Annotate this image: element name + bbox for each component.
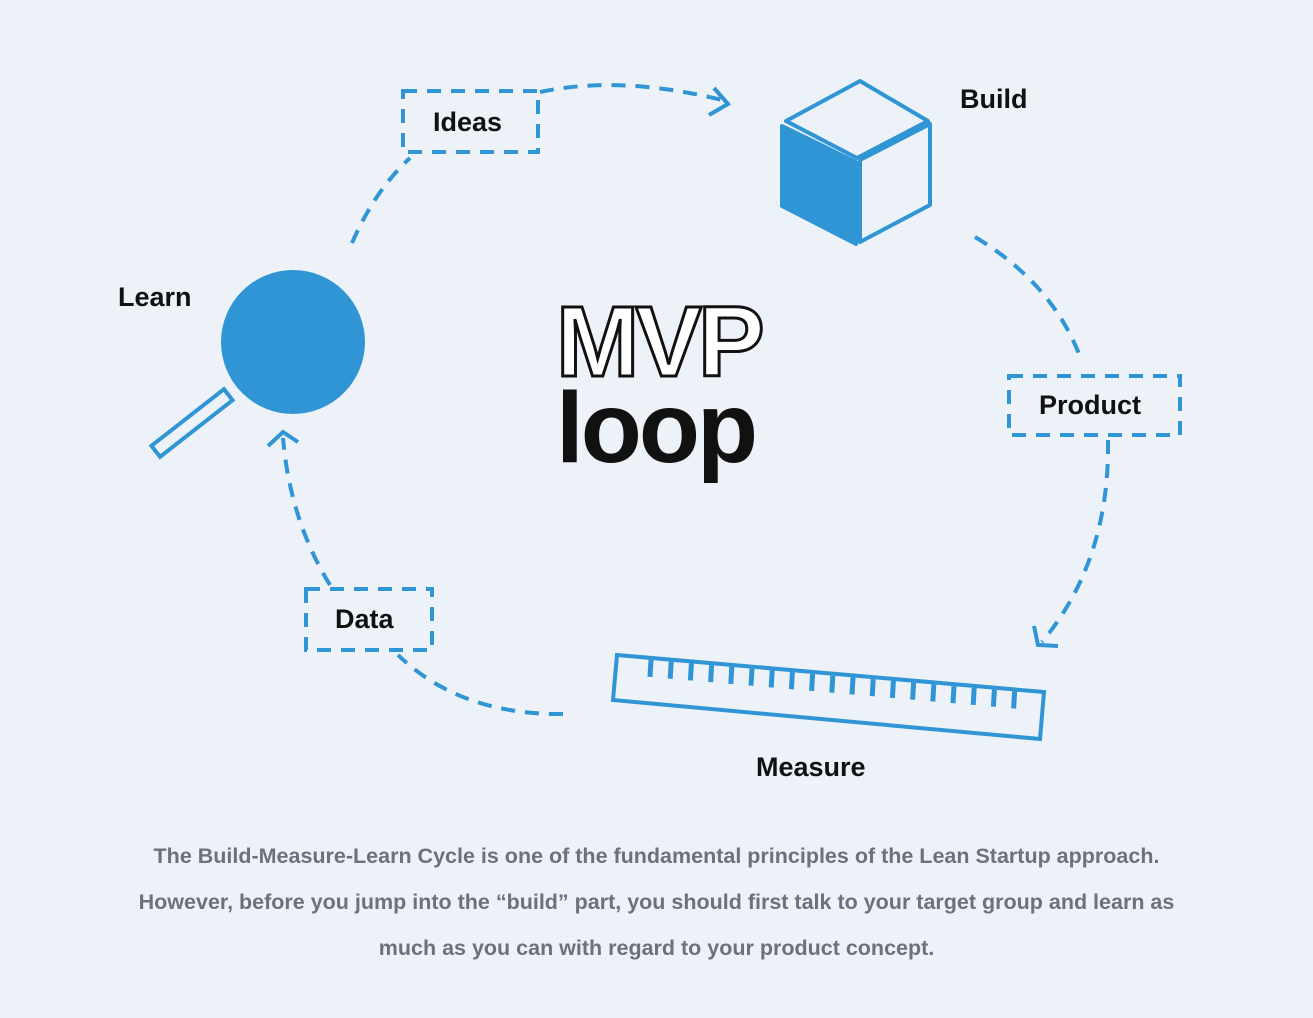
label-ideas: Ideas xyxy=(433,107,503,137)
label-product: Product xyxy=(1039,390,1142,420)
title-loop: loop xyxy=(556,372,758,484)
arrowhead-build xyxy=(707,86,732,117)
ruler-tick xyxy=(647,659,654,678)
arrow-data-to-learn xyxy=(281,437,332,587)
ruler-tick xyxy=(829,675,836,693)
ideas-box xyxy=(401,89,540,154)
arrow-product-to-measure xyxy=(1040,439,1111,644)
ruler-tick xyxy=(667,661,674,679)
ruler-tick xyxy=(728,666,735,685)
label-build: Build xyxy=(960,84,1028,114)
ruler-tick xyxy=(930,684,937,702)
ruler-tick xyxy=(768,670,775,688)
label-measure: Measure xyxy=(756,752,866,782)
ruler-tick xyxy=(788,672,795,690)
arrowhead-measure xyxy=(1032,625,1059,648)
data-box xyxy=(304,587,434,652)
ruler-tick xyxy=(849,677,856,695)
caption-line: The Build-Measure-Learn Cycle is one of … xyxy=(153,844,1160,868)
label-learn: Learn xyxy=(118,282,192,312)
caption: The Build-Measure-Learn Cycle is one of … xyxy=(40,833,1273,971)
magnifier-icon xyxy=(148,270,365,460)
arrow-learn-to-ideas xyxy=(350,156,412,244)
ruler-tick xyxy=(708,665,715,683)
ruler-tick xyxy=(809,673,816,692)
arrow-build-to-product xyxy=(973,235,1084,363)
ruler-tick xyxy=(1011,691,1018,709)
ruler-tick xyxy=(889,680,896,699)
ruler-tick xyxy=(869,679,876,697)
ruler-icon xyxy=(610,652,1047,742)
ruler-tick xyxy=(950,686,957,704)
title-mvp: MVP xyxy=(555,286,767,398)
ruler-tick xyxy=(748,668,755,686)
arrow-ideas-to-build xyxy=(539,83,723,102)
arrowhead-learn xyxy=(266,429,300,448)
arrow-measure-to-data xyxy=(396,653,564,717)
cube-icon xyxy=(780,79,932,246)
ruler-tick xyxy=(970,687,977,706)
ruler-tick xyxy=(990,689,997,707)
ruler-tick xyxy=(687,663,694,681)
caption-line: much as you can with regard to your prod… xyxy=(378,936,935,960)
caption-line: However, before you jump into the “build… xyxy=(138,890,1175,914)
ruler-tick xyxy=(910,682,917,700)
label-data: Data xyxy=(335,604,394,634)
product-box xyxy=(1007,374,1182,437)
